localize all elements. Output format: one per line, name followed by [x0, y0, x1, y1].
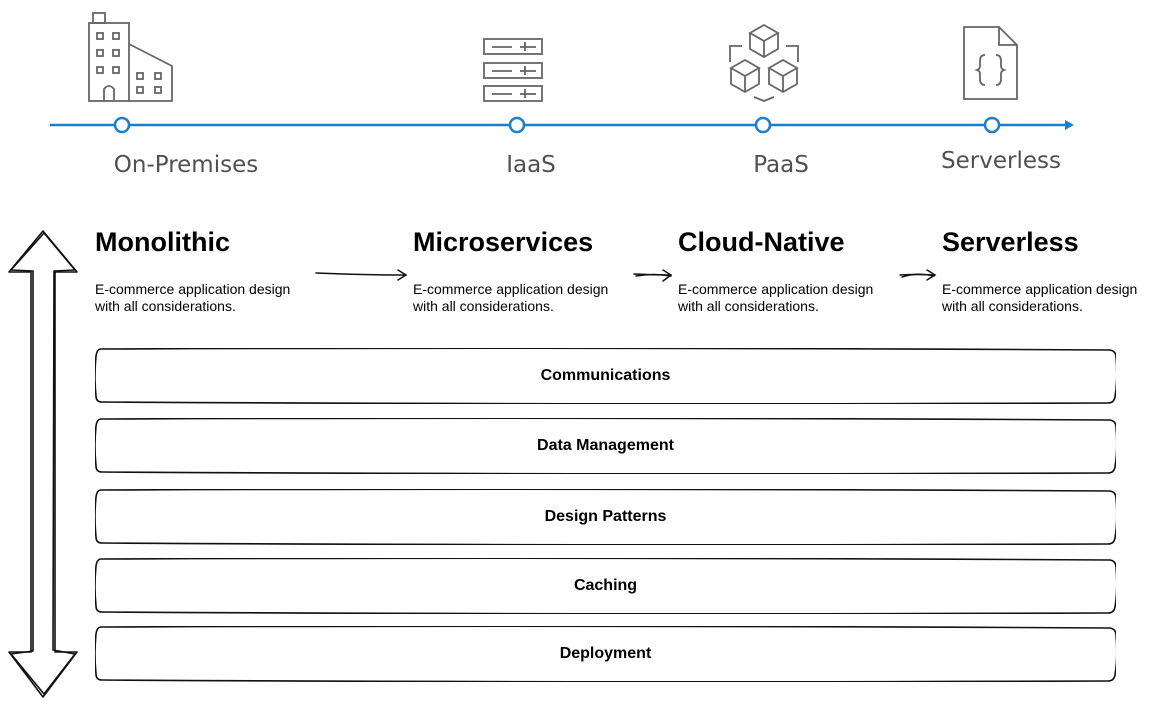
arch-desc-line: E-commerce application design	[942, 281, 1138, 297]
layer-label: Data Management	[537, 437, 674, 454]
arch-title-monolithic: Monolithic	[95, 227, 230, 257]
vertical-double-arrow	[8, 230, 78, 698]
server-rack-icon	[483, 38, 543, 102]
layer-caching: Caching	[95, 558, 1116, 614]
arrow-cloud-native-to-serverless	[899, 269, 937, 281]
timeline-node-on-premises	[113, 116, 131, 134]
arch-desc-line: with all considerations.	[95, 298, 236, 314]
layer-box	[95, 558, 1116, 614]
arch-title-serverless: Serverless	[942, 227, 1079, 257]
arch-title-cloud-native: Cloud-Native	[678, 227, 845, 257]
arch-desc-line: E-commerce application design	[95, 281, 291, 297]
layer-communications: Communications	[95, 348, 1116, 404]
timeline	[50, 12, 1074, 134]
arch-desc-line: with all considerations.	[413, 298, 554, 314]
building-icon	[88, 12, 173, 102]
timeline-node-paas	[754, 116, 772, 134]
arch-desc-line: E-commerce application design	[413, 281, 609, 297]
timeline-arrowhead	[1065, 120, 1074, 130]
layer-data-management: Data Management	[95, 418, 1116, 474]
timeline-node-serverless	[983, 116, 1001, 134]
layer-label: Design Patterns	[544, 508, 667, 525]
layer-design-patterns: Design Patterns	[95, 489, 1116, 545]
timeline-node-iaas	[508, 116, 526, 134]
layer-box	[95, 626, 1116, 682]
cubes-icon	[729, 23, 799, 102]
layer-label: Caching	[573, 577, 638, 594]
arch-desc-line: E-commerce application design	[678, 281, 874, 297]
arch-desc-line: with all considerations.	[942, 298, 1083, 314]
layer-box	[95, 348, 1116, 404]
stage-label-iaas: IaaS	[506, 152, 556, 178]
layer-box	[95, 418, 1116, 474]
layer-label: Communications	[540, 367, 671, 384]
progression-arrows	[315, 269, 937, 282]
stage-label-paas: PaaS	[753, 152, 809, 178]
arch-title-microservices: Microservices	[413, 227, 594, 257]
arch-desc-cloud-native: E-commerce application design with all c…	[678, 281, 893, 315]
stage-label-serverless: Serverless	[941, 148, 1061, 174]
arch-desc-monolithic: E-commerce application design with all c…	[95, 281, 310, 315]
code-file-icon	[963, 26, 1018, 100]
stage-label-on-premises: On-Premises	[113, 152, 259, 178]
layer-box	[95, 489, 1116, 545]
layer-label: Deployment	[559, 645, 652, 662]
arch-desc-line: with all considerations.	[678, 298, 819, 314]
arch-desc-serverless: E-commerce application design with all c…	[942, 281, 1150, 315]
arrow-monolithic-to-microservices	[315, 269, 408, 281]
arch-desc-microservices: E-commerce application design with all c…	[413, 281, 628, 315]
layer-deployment: Deployment	[95, 626, 1116, 682]
arrow-microservices-to-cloud-native	[633, 269, 673, 282]
